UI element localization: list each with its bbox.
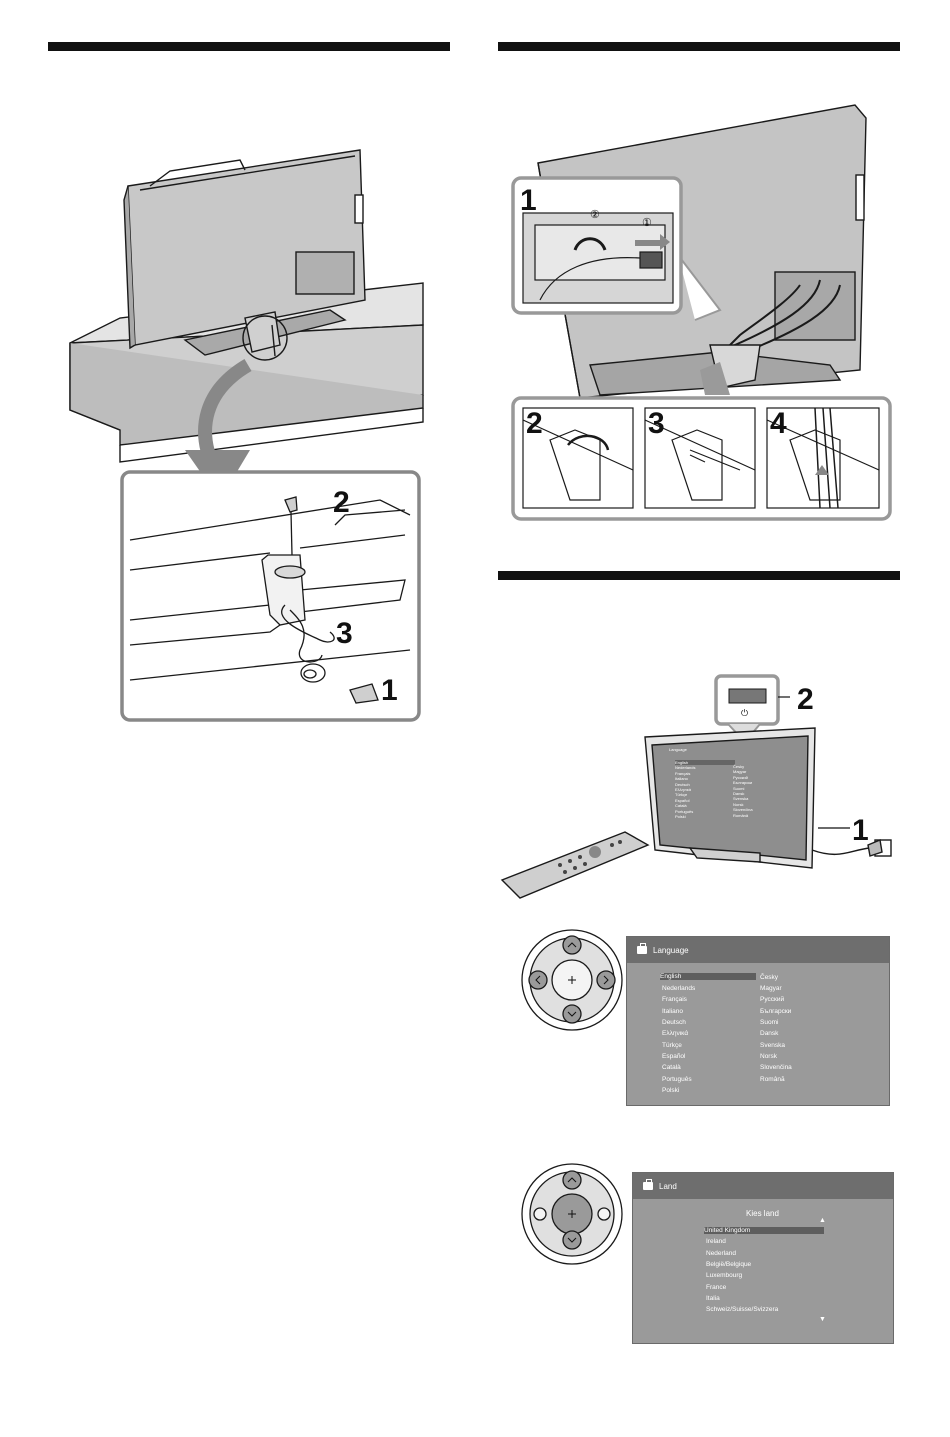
- country-option[interactable]: Nederland: [706, 1250, 736, 1257]
- country-menu: Land Kies land ▲ United Kingdom Ireland …: [632, 1172, 894, 1344]
- cables-sub-2-label: ②: [590, 209, 600, 221]
- section-rule-right-mid: [498, 571, 900, 580]
- tv-screen-item: Norsk: [733, 801, 744, 807]
- language-menu: Language English Nederlands Français Ita…: [626, 936, 890, 1106]
- country-option[interactable]: France: [706, 1284, 727, 1291]
- tv-screen-item: Türkçe: [675, 792, 688, 798]
- tv-screen-item: Nederlands: [675, 765, 696, 771]
- language-menu-title: Language: [653, 945, 689, 955]
- toolbox-icon: [643, 1179, 653, 1190]
- country-option[interactable]: United Kingdom: [704, 1227, 824, 1234]
- country-menu-header: Land: [633, 1173, 893, 1199]
- language-option[interactable]: Türkçe: [662, 1042, 682, 1049]
- tv-screen-item: Polski: [675, 814, 686, 820]
- tv-screen-item: Deutsch: [675, 781, 690, 787]
- tv-screen-item: Français: [675, 770, 691, 776]
- country-option[interactable]: België/Belgique: [706, 1261, 752, 1268]
- cables-step-3-label: 3: [648, 407, 665, 440]
- language-option[interactable]: Ελληνικά: [662, 1030, 689, 1037]
- language-option[interactable]: English: [660, 973, 756, 980]
- tv-screen-item: Ελληνικά: [675, 787, 692, 793]
- cables-step-2-label: 2: [526, 407, 543, 440]
- language-option[interactable]: Norsk: [760, 1053, 777, 1060]
- language-option[interactable]: Русский: [760, 996, 785, 1003]
- tv-screen-item: Česky: [733, 764, 745, 769]
- language-option[interactable]: Български: [760, 1008, 792, 1015]
- cables-step-4-label: 4: [770, 407, 787, 440]
- tv-screen-item: Română: [733, 812, 749, 818]
- country-option[interactable]: Italia: [706, 1295, 720, 1302]
- toolbox-icon: [637, 943, 647, 954]
- tv-screen-item: Español: [675, 797, 690, 803]
- tv-screen-title: Language: [669, 747, 687, 752]
- tv-screen-item: Suomi: [733, 785, 745, 791]
- tv-screen-item: Svenska: [733, 796, 749, 802]
- language-option[interactable]: Polski: [662, 1087, 680, 1094]
- tv-screen-item: Български: [733, 780, 753, 786]
- section-rule-left: [48, 42, 450, 51]
- country-menu-title: Land: [659, 1181, 677, 1191]
- tv-screen-menu: Language English Nederlands Français Ita…: [655, 744, 805, 849]
- language-option[interactable]: Magyar: [760, 985, 782, 992]
- tv-screen-item: Català: [675, 803, 687, 809]
- language-option[interactable]: Español: [662, 1053, 686, 1060]
- language-option[interactable]: Català: [662, 1064, 681, 1071]
- language-option[interactable]: Português: [662, 1076, 692, 1083]
- tv-screen-item: Italiano: [675, 776, 688, 782]
- power-step-1-label: 1: [852, 814, 869, 847]
- country-option[interactable]: Luxembourg: [706, 1272, 743, 1279]
- language-option[interactable]: Italiano: [662, 1008, 683, 1015]
- cables-step-1-label: 1: [520, 184, 537, 217]
- cables-sub-1-label: ①: [642, 217, 652, 229]
- tv-screen-item: English: [675, 760, 735, 766]
- language-option[interactable]: Română: [760, 1076, 785, 1083]
- power-symbol: ⏻: [741, 708, 748, 718]
- power-step-2-label: 2: [797, 683, 814, 716]
- tv-screen-item: Dansk: [733, 791, 745, 797]
- language-option[interactable]: Svenska: [760, 1042, 785, 1049]
- language-option[interactable]: Français: [662, 996, 687, 1003]
- tv-screen-item: Slovenčina: [733, 807, 753, 813]
- country-menu-subtitle: Kies land: [746, 1209, 779, 1218]
- language-option[interactable]: Nederlands: [662, 985, 696, 992]
- securing-step-2-label: 2: [333, 486, 350, 519]
- scroll-down-icon[interactable]: ▼: [819, 1316, 826, 1323]
- securing-step-3-label: 3: [336, 617, 353, 650]
- country-option[interactable]: Ireland: [706, 1238, 726, 1245]
- tv-screen-col1: English Nederlands Français Italiano Deu…: [675, 760, 735, 819]
- tv-screen-item: Русский: [733, 774, 748, 780]
- securing-step-1-label: 1: [381, 674, 398, 707]
- section-rule-right-top: [498, 42, 900, 51]
- scroll-up-icon[interactable]: ▲: [819, 1217, 826, 1224]
- language-menu-header: Language: [627, 937, 889, 963]
- language-option[interactable]: Suomi: [760, 1019, 779, 1026]
- language-option[interactable]: Deutsch: [662, 1019, 686, 1026]
- tv-screen-col2: Česky Magyar Русский Български Suomi Dan…: [733, 764, 793, 818]
- language-option[interactable]: Česky: [760, 974, 779, 981]
- language-option[interactable]: Dansk: [760, 1030, 779, 1037]
- country-option[interactable]: Schweiz/Suisse/Svizzera: [706, 1306, 779, 1313]
- language-option[interactable]: Slovenčina: [760, 1064, 792, 1071]
- tv-screen-item: Magyar: [733, 769, 747, 775]
- tv-screen-item: Português: [675, 808, 694, 814]
